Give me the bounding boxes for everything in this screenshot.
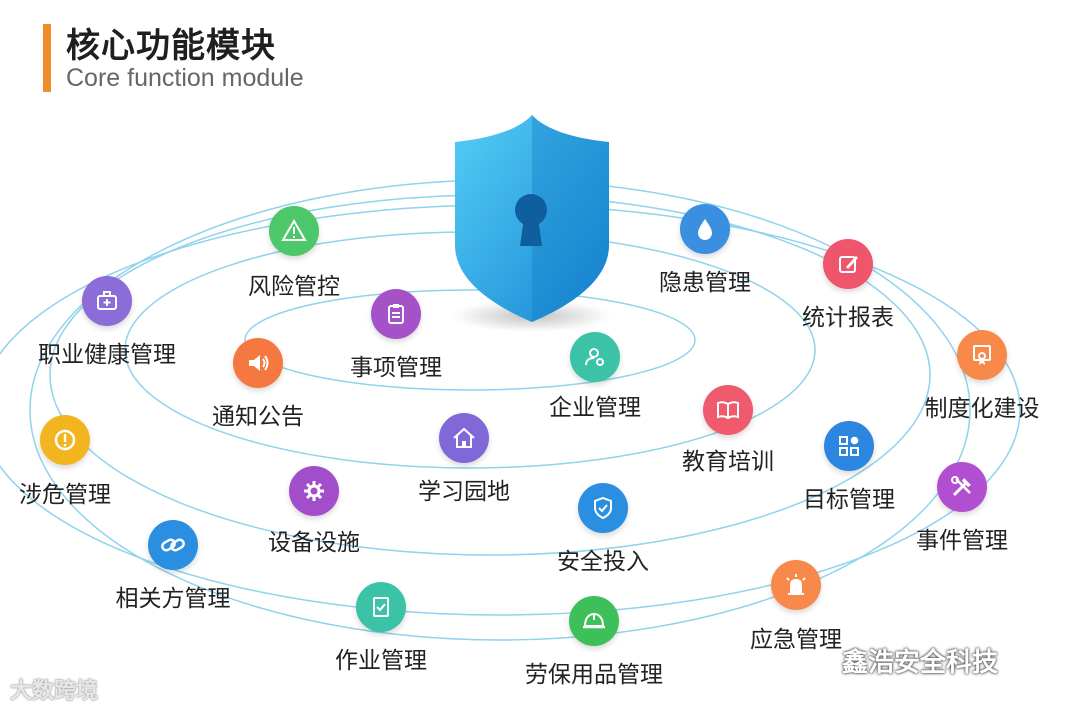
shield-check-icon: [578, 483, 628, 533]
module-label: 作业管理: [335, 641, 427, 675]
module-label: 统计报表: [802, 298, 894, 332]
module-label: 教育培训: [682, 442, 774, 476]
module-label: 风险管控: [248, 267, 340, 301]
module-label: 安全投入: [557, 542, 649, 576]
user-settings-icon: [570, 332, 620, 382]
medical-kit-icon: [82, 276, 132, 326]
module-label: 隐患管理: [659, 263, 751, 297]
module-label: 职业健康管理: [38, 335, 176, 369]
helmet-icon: [569, 596, 619, 646]
module-label: 目标管理: [803, 480, 895, 514]
module-label: 相关方管理: [116, 579, 231, 613]
home-icon: [439, 413, 489, 463]
link-icon: [148, 520, 198, 570]
speaker-icon: [233, 338, 283, 388]
module-label: 制度化建设: [925, 389, 1040, 423]
clipboard-icon: [371, 289, 421, 339]
certificate-icon: [957, 330, 1007, 380]
grid-icon: [824, 421, 874, 471]
module-label: 涉危管理: [19, 475, 111, 509]
warning-icon: [269, 206, 319, 256]
watermark-left: 大数跨境: [10, 673, 98, 705]
edit-icon: [823, 239, 873, 289]
gear-icon: [289, 466, 339, 516]
module-label: 通知公告: [212, 397, 304, 431]
siren-icon: [771, 560, 821, 610]
water-drop-icon: [680, 204, 730, 254]
alert-circle-icon: [40, 415, 90, 465]
module-label: 劳保用品管理: [525, 655, 663, 689]
module-label: 企业管理: [549, 388, 641, 422]
tools-icon: [937, 462, 987, 512]
watermark-right: 鑫浩安全科技: [842, 642, 998, 679]
module-label: 应急管理: [750, 620, 842, 654]
document-check-icon: [356, 582, 406, 632]
module-label: 学习园地: [418, 472, 510, 506]
module-label: 事项管理: [350, 348, 442, 382]
module-label: 事件管理: [916, 521, 1008, 555]
book-icon: [703, 385, 753, 435]
module-label: 设备设施: [268, 523, 360, 557]
